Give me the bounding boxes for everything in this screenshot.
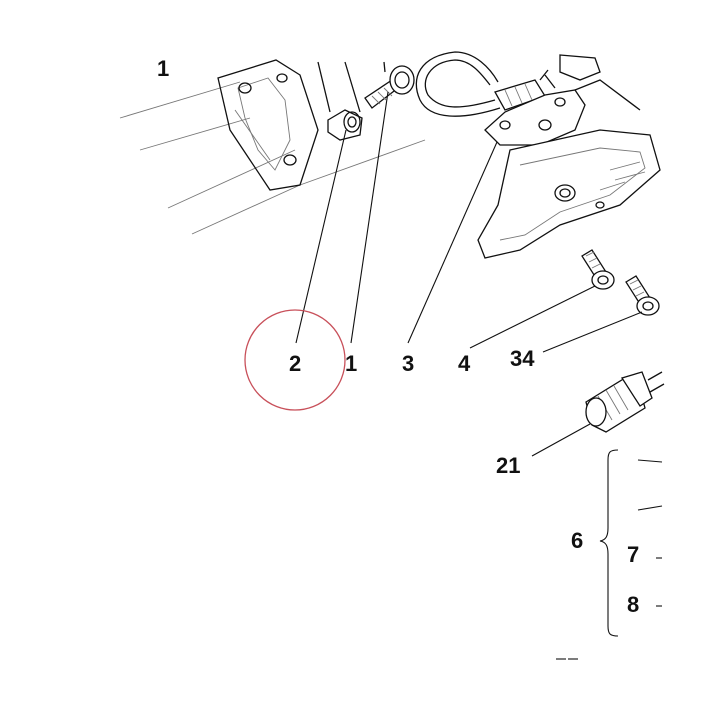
highlight-circle — [244, 309, 346, 411]
screw-part-4 — [581, 249, 615, 290]
pedal-bracket — [477, 129, 661, 259]
callout-2: 2 — [289, 351, 302, 376]
callout-34: 34 — [510, 346, 535, 371]
upper-housing — [559, 54, 641, 111]
background-construction-lines — [119, 81, 426, 235]
callout-1-top: 1 — [157, 56, 170, 81]
callout-21: 21 — [496, 453, 521, 478]
callout-6: 6 — [571, 528, 584, 553]
grouping-brace — [599, 449, 619, 637]
screw-part-34 — [625, 275, 660, 316]
bolt-part-1 — [364, 61, 415, 109]
flange-plate — [484, 89, 586, 146]
callout-3: 3 — [402, 351, 415, 376]
callout-1: 1 — [345, 351, 358, 376]
sensor-connector-part-21 — [585, 371, 665, 433]
callout-7: 7 — [627, 542, 640, 567]
cable-tube — [415, 51, 556, 117]
callout-8: 8 — [627, 592, 640, 617]
callout-4: 4 — [458, 351, 471, 376]
lever-arm — [317, 61, 363, 141]
leader-lines — [295, 91, 663, 660]
mounting-bracket — [217, 59, 319, 191]
